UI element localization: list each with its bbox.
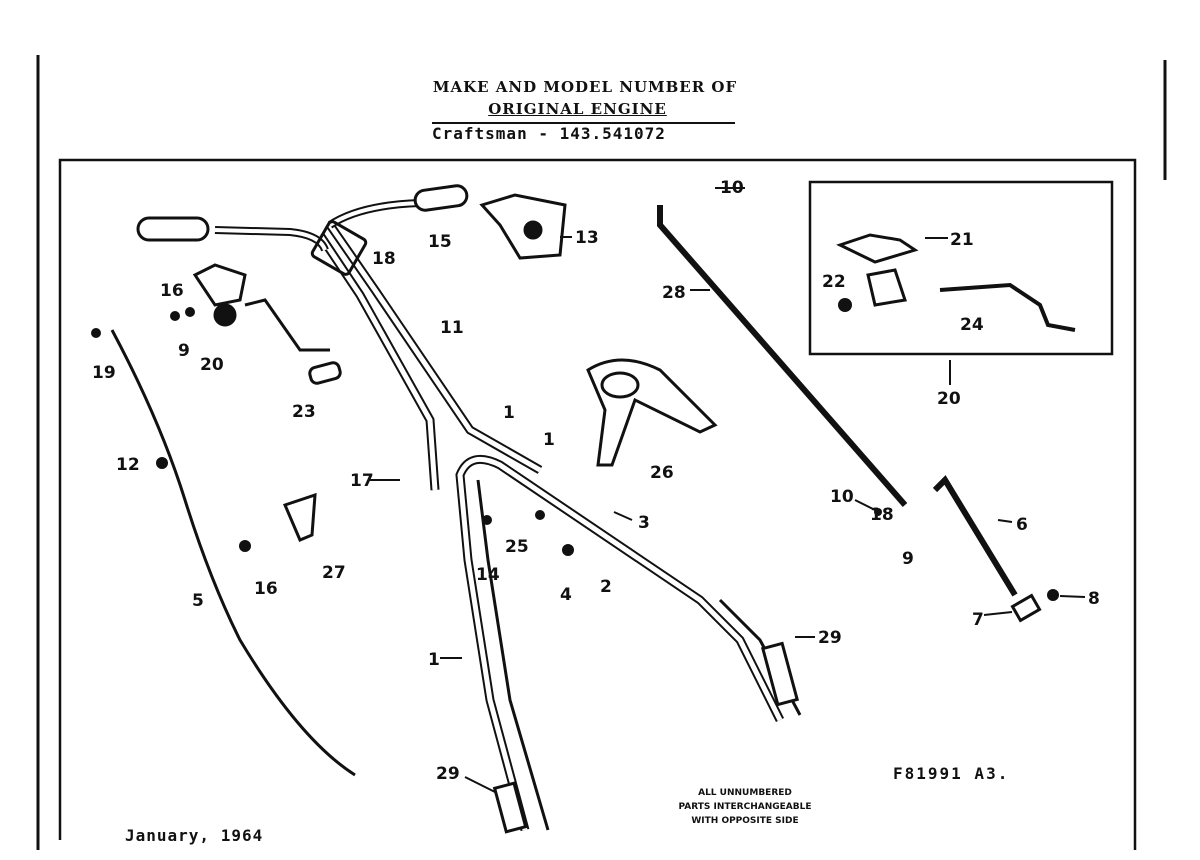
part-handle-grips (136, 184, 469, 242)
callout-15: 15 (428, 232, 452, 252)
inset-part-21-bracket (836, 233, 919, 307)
inset-box-part-20 (808, 180, 1114, 356)
callout-14: 14 (476, 565, 500, 585)
callout-2: 2 (600, 577, 612, 597)
part-29-spacer-left (492, 781, 528, 834)
callout-28: 28 (662, 283, 686, 303)
diagram-frame (58, 158, 1137, 850)
callout-5: 5 (192, 591, 204, 611)
callout-1-lower-handle: 1 (428, 650, 440, 670)
note-line: ALL UNNUMBERED (698, 788, 792, 798)
callout-1-b: 1 (503, 403, 515, 423)
callout-leader-lines (370, 187, 1086, 793)
part-lower-handle (455, 454, 802, 832)
callout-9-left: 9 (178, 341, 190, 361)
callout-29-right: 29 (818, 628, 842, 648)
inset-part-24-rod (939, 282, 1076, 332)
callout-24: 24 (960, 315, 984, 335)
part-23-knob (308, 361, 342, 385)
small-fasteners (91, 307, 882, 556)
callout-26: 26 (650, 463, 674, 483)
callout-18-right: 18 (870, 505, 894, 525)
callout-17: 17 (350, 471, 374, 491)
part-29-spacer-right (760, 641, 800, 707)
inset-part-22-nut (838, 298, 852, 312)
part-upper-handle (214, 199, 543, 491)
callout-22: 22 (822, 272, 846, 292)
header-line-engine-model: Craftsman - 143.541072 (432, 124, 666, 143)
callout-25: 25 (505, 537, 529, 557)
callout-16-top: 16 (160, 281, 184, 301)
callout-20-left: 20 (200, 355, 224, 375)
part-27-cap (282, 492, 317, 542)
note-line: PARTS INTERCHANGEABLE (678, 802, 812, 812)
callout-12: 12 (116, 455, 140, 475)
callout-11: 11 (440, 318, 464, 338)
callout-8: 8 (1088, 589, 1100, 609)
callout-4: 4 (560, 585, 572, 605)
callout-7: 7 (972, 610, 984, 630)
callout-27: 27 (322, 563, 346, 583)
header-line-original-engine: ORIGINAL ENGINE (488, 100, 667, 118)
interchangeable-parts-note: ALL UNNUMBERED PARTS INTERCHANGEABLE WIT… (640, 786, 850, 828)
part-20-control-assembly (192, 263, 330, 352)
callout-1-c: 1 (543, 430, 555, 450)
part-28-rod (657, 205, 908, 507)
note-line: WITH OPPOSITE SIDE (691, 816, 799, 826)
callout-16-bottom: 16 (254, 579, 278, 599)
callout-18-top: 18 (372, 249, 396, 269)
callout-9-right: 9 (902, 549, 914, 569)
callout-3: 3 (638, 513, 650, 533)
callout-10-right: 10 (830, 487, 854, 507)
part-8-screw (1047, 589, 1059, 601)
callout-21: 21 (950, 230, 974, 250)
header-line-make-model: MAKE AND MODEL NUMBER OF (432, 78, 738, 96)
callout-20-inset: 20 (937, 389, 961, 409)
callout-19: 19 (92, 363, 116, 383)
callout-29-left: 29 (436, 764, 460, 784)
callout-23: 23 (292, 402, 316, 422)
callout-13: 13 (575, 228, 599, 248)
part-26-shield (586, 358, 718, 467)
drawing-code: F81991 A3. (893, 764, 1010, 783)
part-5-cable (110, 329, 356, 777)
callout-6: 6 (1016, 515, 1028, 535)
part-6-rod (932, 475, 1018, 597)
date-label: January, 1964 (125, 826, 264, 845)
part-13-bracket (479, 193, 567, 260)
part-7-fitting (1010, 593, 1042, 623)
